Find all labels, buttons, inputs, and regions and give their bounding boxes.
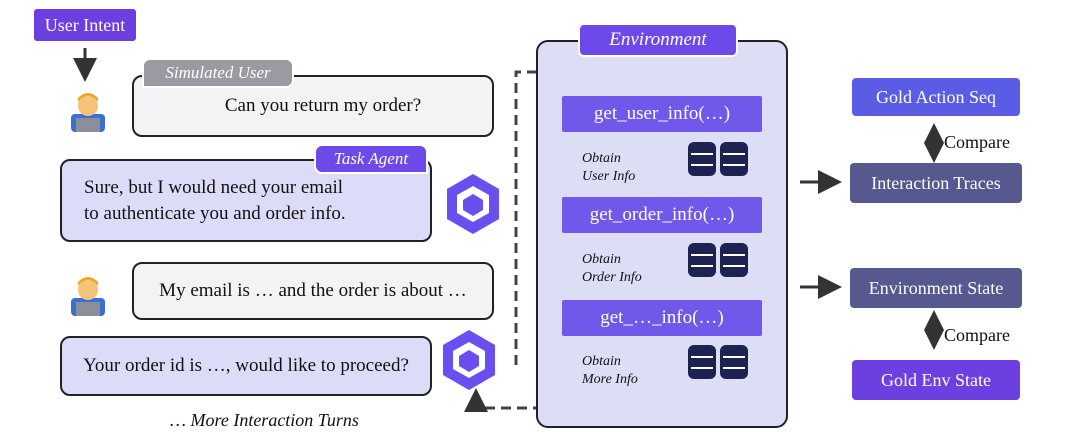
dashed-loop-in [514, 70, 670, 365]
gold-action-seq-box: Gold Action Seq [852, 78, 1020, 116]
user-message-bubble: My email is … and the order is about … [132, 262, 494, 320]
compare-label: Compare [944, 132, 1010, 152]
agent-message-bubble: Your order id is …, would like to procee… [60, 336, 432, 396]
gold-env-state-box: Gold Env State [852, 360, 1020, 400]
agent-logo-icon [447, 174, 499, 234]
database-icon [688, 243, 748, 277]
more-turns-caption: … More Interaction Turns [170, 410, 359, 430]
function-box: get_order_info(…) [562, 197, 762, 233]
task-agent-tab: Task Agent [314, 144, 428, 174]
user-avatar-icon [71, 277, 105, 316]
function-box: get_user_info(…) [562, 96, 762, 132]
environment-tab: Environment [578, 23, 738, 57]
user-message-text: Can you return my order? [224, 95, 422, 116]
function-box: get_…_info(…) [562, 300, 762, 336]
environment-state-box: Environment State [850, 268, 1022, 308]
agent-logo-icon [443, 330, 495, 390]
user-intent-label: User Intent [34, 9, 136, 41]
database-icon [688, 142, 748, 176]
compare-label: Compare [944, 325, 1010, 345]
agent-message-line: to authenticate you and order info. [84, 202, 346, 224]
agent-message-text: Your order id is …, would like to procee… [83, 355, 409, 376]
simulated-user-tab: Simulated User [142, 58, 294, 88]
user-message-text: My email is … and the order is about … [159, 280, 467, 301]
interaction-traces-box: Interaction Traces [850, 163, 1022, 203]
agent-message-line: Sure, but I would need your email [84, 176, 344, 198]
database-icon [688, 345, 748, 379]
user-avatar-icon [71, 93, 105, 132]
